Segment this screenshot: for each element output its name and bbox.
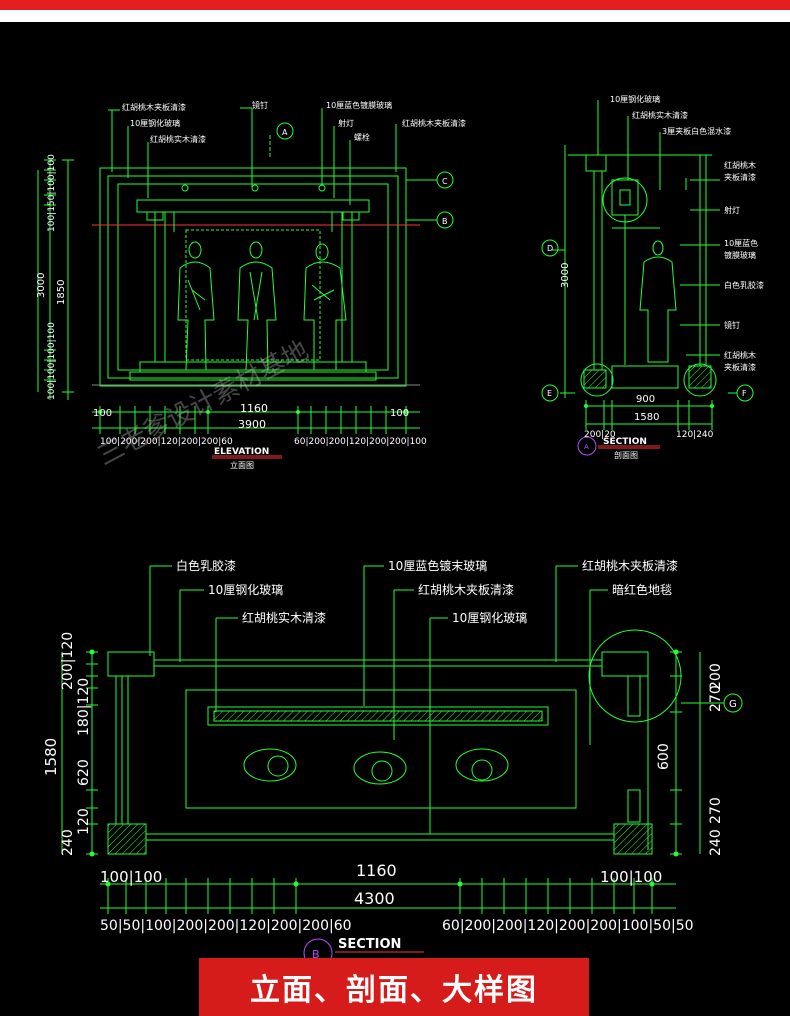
plan-label-tempered-glass-1: 10厘钢化玻璃 [208,583,283,597]
plan-label-walnut-veneer-right: 红胡桃木夹板清漆 [582,558,678,573]
elev-label-mirror-nail: 镜钉 [252,100,268,110]
display-beam [136,199,370,213]
plan-section-title: SECTION [338,937,401,952]
elev-dim-3000: 3000 [36,273,47,298]
elev-marker-c: C [442,177,448,186]
side-dim-900: 900 [636,394,655,405]
elev-dim-bottom-right: 60|200|200|120|200|200|100 [294,437,427,447]
elevation-title: ELEVATION [214,447,269,457]
elev-dim-left-top: 100|150|100|100 [47,154,57,232]
side-label-blue-glass-1: 10厘蓝色 [724,238,758,248]
plan-dim-right-1: 200 [708,663,724,690]
plan-left-ticks [86,651,98,855]
side-label-spotlight: 射灯 [724,205,740,215]
elev-marker-b: B [442,217,448,226]
plan-dim-240: 240 [60,829,76,856]
side-label-blue-glass-2: 镀膜玻璃 [724,250,756,260]
elev-label-tempered-glass: 10厘钢化玻璃 [130,118,180,128]
elev-label-walnut-solid: 红胡桃实木清漆 [150,134,206,144]
side-label-ply-white: 3厘夹板白色混水漆 [662,126,731,136]
plan-label-walnut-veneer: 红胡桃木夹板清漆 [418,582,514,597]
plan-mannequins [243,748,509,785]
marker-a-circle [577,436,597,456]
plan-dim-right-2: 270 [708,685,724,712]
side-label-walnut-veneer-1b: 夹板清漆 [724,172,756,182]
side-label-walnut-solid: 红胡桃实木清漆 [632,110,688,120]
plan-dim-left-3: 120 [76,808,92,835]
plan-dim-bottom-right: 60|200|200|120|200|200|100|50|50 [442,918,694,934]
plan-section-view [61,565,743,953]
side-marker-e: E [547,389,552,398]
plan-dim-bottom-left: 50|50|100|200|200|120|200|200|60 [100,918,352,934]
elev-dim-100b: 100 [390,408,409,419]
mannequin-left [177,241,215,371]
plan-dim-270: 270 [708,797,724,824]
side-section-marker: A [584,443,589,451]
elev-label-bolt: 螺栓 [354,132,370,142]
elevation-view [37,107,454,459]
plan-right-ticks [670,651,682,855]
side-label-walnut-veneer-1: 红胡桃木 [724,160,756,170]
plan-dim-100b: 100|100 [600,868,662,886]
plan-label-dark-red-carpet: 暗红色地毯 [612,582,672,597]
plan-dim-1580: 1580 [42,738,60,776]
elevation-outer-frame [99,167,407,387]
elev-dim-1160: 1160 [240,402,268,415]
elev-dim-3900: 3900 [238,418,266,431]
elevation-left-ticks [44,159,74,393]
side-marker-f: F [742,389,747,398]
plan-marker-g: G [729,699,737,710]
side-section-title: SECTION [603,437,647,447]
elev-marker-a: A [282,128,288,137]
title-banner: 立面、剖面、大样图 [199,958,589,1016]
carpet-area [185,689,577,809]
elev-label-blue-glass: 10厘蓝色镀膜玻璃 [326,100,392,110]
plan-label-tempered-glass-2: 10厘钢化玻璃 [452,611,527,625]
mannequin-center [237,241,277,371]
side-marker-d: D [547,244,553,253]
plan-dim-4300: 4300 [354,889,395,908]
side-label-walnut-veneer-2b: 夹板清漆 [724,362,756,372]
side-label-tempered-glass: 10厘钢化玻璃 [610,94,660,104]
elev-label-spotlight: 射灯 [338,118,354,128]
side-label-walnut-veneer-2: 红胡桃木 [724,350,756,360]
dim-dots [89,404,714,887]
elev-label-walnut-veneer-left: 红胡桃木夹板清漆 [122,102,186,112]
plan-section-marker: B [312,948,320,961]
plan-dim-1160: 1160 [356,861,397,880]
plan-dim-left-2: 180|120 [76,678,92,736]
mannequin-right [303,243,347,371]
side-section-subtitle: 剖面图 [614,450,638,460]
elev-dim-bottom-left: 100|200|200|120|200|200|60 [100,437,233,447]
elevation-subtitle: 立面图 [230,460,254,470]
elevation-bottom-ticks [99,406,407,434]
elev-dim-left-bottom: 100|100|100|100 [47,322,57,400]
side-label-white-latex: 白色乳胶漆 [724,280,764,290]
plan-dim-240r: 240 [708,829,724,856]
plan-label-white-latex: 白色乳胶漆 [176,558,236,573]
side-dim-1580: 1580 [634,412,659,423]
elev-label-walnut-veneer-right: 红胡桃木夹板清漆 [402,118,466,128]
plan-dim-left-1: 200|120 [60,632,76,690]
elev-dim-100a: 100 [93,408,112,419]
side-dim-bottom-left: 200|20 [584,430,616,440]
side-section-view [541,100,754,449]
plan-label-walnut-solid: 红胡桃实木清漆 [242,610,326,625]
side-mannequin [639,240,677,363]
plan-label-blue-glass: 10厘蓝色镀末玻璃 [388,559,487,573]
top-strip [0,0,790,22]
side-dim-3000: 3000 [560,263,571,288]
side-label-mirror-nail: 镜钉 [724,320,740,330]
plan-dim-100a: 100|100 [100,868,162,886]
plan-dim-600: 600 [656,743,672,770]
top-red-stripe [0,0,790,10]
plan-dim-620: 620 [76,759,92,786]
side-dim-bottom-right: 120|240 [676,430,714,440]
elev-dim-1850: 1850 [56,280,67,305]
